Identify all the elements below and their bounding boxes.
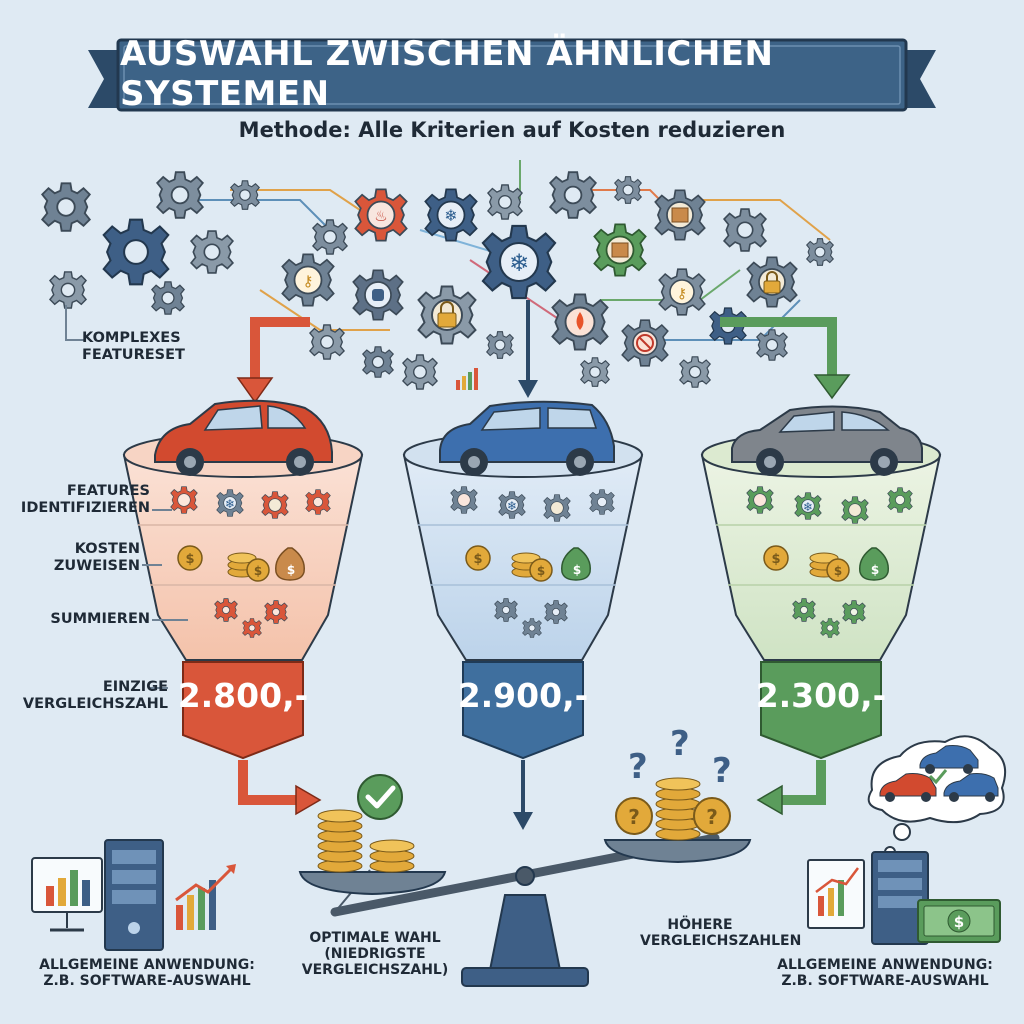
gear-icon	[756, 329, 788, 361]
gear-cloud: ♨ ❄ ❄ ⚷ ⚷	[41, 171, 834, 390]
label-step-assign: Kosten zuweisen	[53, 541, 140, 574]
svg-text:$: $	[473, 552, 482, 567]
funnel-blue-value: 2.900,-	[457, 676, 589, 715]
svg-text:$: $	[834, 564, 842, 578]
gear-icon	[49, 271, 87, 309]
funnel-green-coins: $ $ $	[763, 545, 889, 582]
label-feature-set: Komplexes Featureset	[82, 330, 185, 363]
svg-text:❄: ❄	[509, 249, 529, 277]
gear-icon	[487, 184, 523, 220]
arrow-to-funnel-red	[236, 317, 310, 404]
svg-text:?: ?	[706, 805, 718, 829]
featureset-bracket	[65, 305, 86, 341]
gear-icon	[402, 354, 438, 390]
car-red	[154, 399, 333, 476]
gear-icon	[102, 218, 170, 286]
gear-icon	[679, 356, 711, 388]
svg-text:❄: ❄	[225, 497, 235, 511]
gear-icon	[362, 346, 394, 378]
circuit-lines	[160, 160, 831, 341]
svg-text:$: $	[287, 563, 295, 577]
label-step-single: Einzige Vergleichszahl	[22, 679, 168, 712]
car-gray	[731, 405, 923, 476]
svg-text:?: ?	[712, 751, 732, 791]
svg-text:?: ?	[670, 724, 690, 764]
car-blue	[439, 400, 615, 476]
gear-icon	[312, 219, 348, 255]
page-subtitle: Methode: Alle Kriterien auf Kosten reduz…	[238, 118, 786, 142]
svg-text:❄: ❄	[507, 499, 517, 513]
gear-icon	[549, 171, 597, 219]
svg-text:⚷: ⚷	[677, 286, 687, 302]
seat-heating-gear-icon	[354, 188, 408, 242]
arrow-to-funnel-blue	[518, 300, 538, 398]
svg-text:$: $	[771, 552, 780, 567]
gear-icon	[614, 176, 642, 204]
label-application-right: Allgemeine Anwendung: z.B. Software-Ausw…	[777, 957, 993, 990]
arrow-blue-down	[513, 760, 533, 830]
snowflake-gear-icon	[424, 188, 478, 242]
gear-icon	[486, 331, 514, 359]
arrow-red-to-scale	[238, 760, 322, 816]
svg-text:❄: ❄	[803, 500, 813, 514]
step-pointers	[142, 509, 188, 689]
gear-icon	[806, 238, 834, 266]
gear-icon	[309, 324, 345, 360]
gear-icon	[190, 230, 234, 274]
gear-icon	[41, 182, 91, 232]
funnel-green-sum-gears	[792, 598, 866, 638]
check-icon	[357, 774, 403, 820]
funnel-blue-sum-gears	[494, 598, 568, 638]
key-gear-icon	[281, 253, 335, 307]
svg-text:$: $	[954, 913, 964, 931]
svg-text:$: $	[254, 564, 262, 578]
gear-icon	[156, 171, 204, 219]
label-higher-values: Höhere Vergleichszahlen	[640, 917, 802, 950]
svg-text:♨: ♨	[374, 207, 387, 225]
key-gear-icon	[658, 268, 706, 316]
funnel-red-coins: $ $ $	[177, 545, 305, 582]
label-step-sum: Summieren	[50, 611, 150, 627]
arrow-to-funnel-green	[720, 317, 851, 400]
funnel-green-value: 2.300,-	[755, 676, 887, 715]
coin-stack-high: ? ?	[615, 777, 731, 841]
title-banner	[88, 38, 936, 112]
label-application-left: Allgemeine Anwendung: z.B. Software-Ausw…	[39, 957, 255, 990]
balance-scale	[298, 833, 752, 987]
question-mark-icons: ? ? ?	[628, 724, 732, 791]
svg-text:?: ?	[628, 747, 648, 787]
arrow-green-to-scale	[756, 760, 826, 816]
gear-icon	[151, 281, 185, 315]
label-step-identify: Features identifizieren	[20, 483, 150, 516]
snowflake-gear-icon	[481, 224, 557, 300]
gear-icon	[723, 208, 767, 252]
server-icon	[104, 839, 164, 951]
gear-icon	[230, 180, 260, 210]
svg-text:$: $	[871, 563, 879, 577]
growth-chart-icon	[175, 864, 236, 930]
funnel-blue-features: ❄	[450, 486, 615, 522]
svg-text:$: $	[537, 564, 545, 578]
server-icon	[871, 851, 929, 945]
svg-text:$: $	[573, 563, 581, 577]
chart-document-icon	[807, 859, 865, 929]
svg-text:❄: ❄	[444, 206, 457, 225]
svg-text:?: ?	[628, 805, 640, 829]
thought-bubble-cars	[867, 735, 1006, 858]
svg-text:⚷: ⚷	[303, 272, 314, 290]
page-title: Auswahl zwischen ähnlichen Systemen	[120, 34, 774, 114]
label-optimal-choice: Optimale Wahl (niedrigste Vergleichszahl…	[301, 930, 449, 979]
funnel-red-features: ❄	[170, 486, 331, 519]
funnel-red-value: 2.800,-	[177, 676, 309, 715]
money-bill-icon: $	[917, 899, 1001, 943]
coin-stack-low	[317, 809, 415, 873]
funnel-blue-coins: $ $ $	[465, 545, 591, 582]
funnel-red-sum-gears	[214, 598, 288, 638]
svg-text:$: $	[185, 552, 194, 567]
chart-monitor-icon	[31, 857, 103, 932]
funnel-green-features: ❄	[746, 486, 913, 524]
gear-icon	[580, 357, 610, 387]
